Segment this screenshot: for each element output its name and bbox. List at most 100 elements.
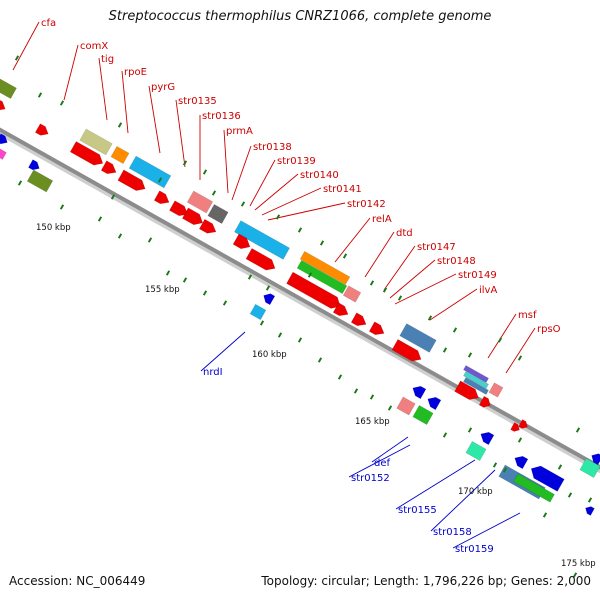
gene-feature-13 [117,169,146,191]
genome-summary-text: Topology: circular; Length: 1,796,226 bp… [261,574,591,588]
gene-feature-53 [591,453,600,466]
gene-label-leader-line [261,187,322,216]
gene-feature-1 [0,76,17,100]
gene-feature-11 [100,160,117,175]
gene-label-leader-line [334,217,371,263]
scale-tick-mark [353,388,359,394]
gene-label-leader-line [348,444,411,478]
scale-tick-mark [342,253,348,259]
gene-label-msf: msf [518,310,537,321]
gene-feature-20 [233,220,291,260]
gene-feature-37 [488,382,504,398]
gene-feature-44 [510,422,520,432]
gene-label-leader-line [394,273,457,305]
scale-tick-mark [567,492,573,498]
gene-feature-41 [427,396,442,411]
gene-feature-2 [0,98,6,111]
gene-label-def: def [374,458,391,469]
scale-tick-mark [17,180,23,186]
gene-label-text: cfa [41,18,56,29]
scale-tick-mark [202,290,208,296]
gene-label-str0142: str0142 [347,199,386,210]
gene-label-text: str0139 [277,156,316,167]
gene-label-rela: relA [372,214,392,225]
gene-feature-31 [391,339,422,362]
gene-feature-16 [186,190,214,214]
gene-label-text: def [374,458,391,469]
gene-label-leader-line [395,459,476,510]
gene-feature-7 [34,123,49,136]
gene-label-rpoe: rpoE [124,67,147,78]
gene-feature-39 [478,395,491,408]
gene-feature-38 [454,380,479,400]
gene-label-text: ilvA [479,285,497,296]
scale-tick-mark [277,332,283,338]
gene-feature-54 [585,506,595,516]
gene-label-str0149: str0149 [458,270,497,281]
gene-feature-46 [480,431,495,446]
gene-feature-21 [232,233,251,250]
gene-label-text: str0148 [437,256,476,267]
gene-label-text: str0142 [347,199,386,210]
gene-feature-51 [513,473,555,503]
scale-tick-mark [37,92,43,98]
axis-tick-label: 175 kbp [561,559,596,569]
scale-tick-mark [14,55,20,61]
scale-tick-mark [337,374,343,380]
gene-label-str0136: str0136 [202,111,241,122]
gene-feature-17 [207,204,229,224]
gene-label-leader-line [452,512,521,549]
gene-feature-6 [26,169,54,193]
gene-label-leader-line [121,70,129,134]
gene-label-pyrg: pyrG [151,82,175,93]
scale-tick-mark [557,464,563,470]
gene-feature-33 [249,303,267,321]
scale-tick-mark [517,355,523,361]
scale-tick-mark [307,272,313,278]
gene-feature-22 [245,248,276,271]
gene-label-prma: prmA [226,126,253,137]
gene-label-text: comX [80,41,108,52]
scale-tick-mark [202,169,208,175]
scale-tick-mark [247,274,253,280]
gene-label-ilva: ilvA [479,285,497,296]
gene-feature-15 [169,200,189,217]
gene-label-leader-line [429,288,478,321]
gene-feature-9 [110,145,130,165]
genome-backbone [0,127,600,470]
gene-label-dtd: dtd [396,228,413,239]
axis-tick-label: 170 kbp [458,487,493,497]
gene-feature-4 [0,148,7,160]
gene-feature-52 [579,458,600,478]
gene-label-str0159: str0159 [455,544,494,555]
scale-tick-mark [502,467,508,473]
gene-label-rpso: rpsO [537,324,561,335]
scale-tick-mark [297,227,303,233]
scale-tick-mark [157,177,163,183]
scale-tick-mark [382,287,388,293]
gene-label-text: str0141 [323,184,362,195]
scale-tick-mark [97,216,103,222]
gene-label-str0140: str0140 [300,170,339,181]
gene-feature-10 [69,141,104,166]
gene-label-leader-line [63,44,79,101]
scale-tick-mark [165,270,171,276]
scale-tick-mark [427,315,433,321]
gene-label-leader-line [254,173,299,211]
gene-feature-42 [396,396,416,416]
scale-tick-mark [517,437,523,443]
gene-label-nrdi: nrdI [203,367,223,378]
gene-label-str0147: str0147 [417,242,456,253]
scale-tick-mark [397,295,403,301]
scale-tick-mark [259,320,265,326]
gene-feature-43 [412,405,434,425]
scale-tick-mark [182,277,188,283]
scale-tick-mark [492,462,498,468]
gene-label-leader-line [223,129,229,194]
gene-feature-40 [412,385,427,400]
scale-tick-mark [275,214,281,220]
gene-label-leader-line [383,245,416,291]
gene-label-text: str0136 [202,111,241,122]
